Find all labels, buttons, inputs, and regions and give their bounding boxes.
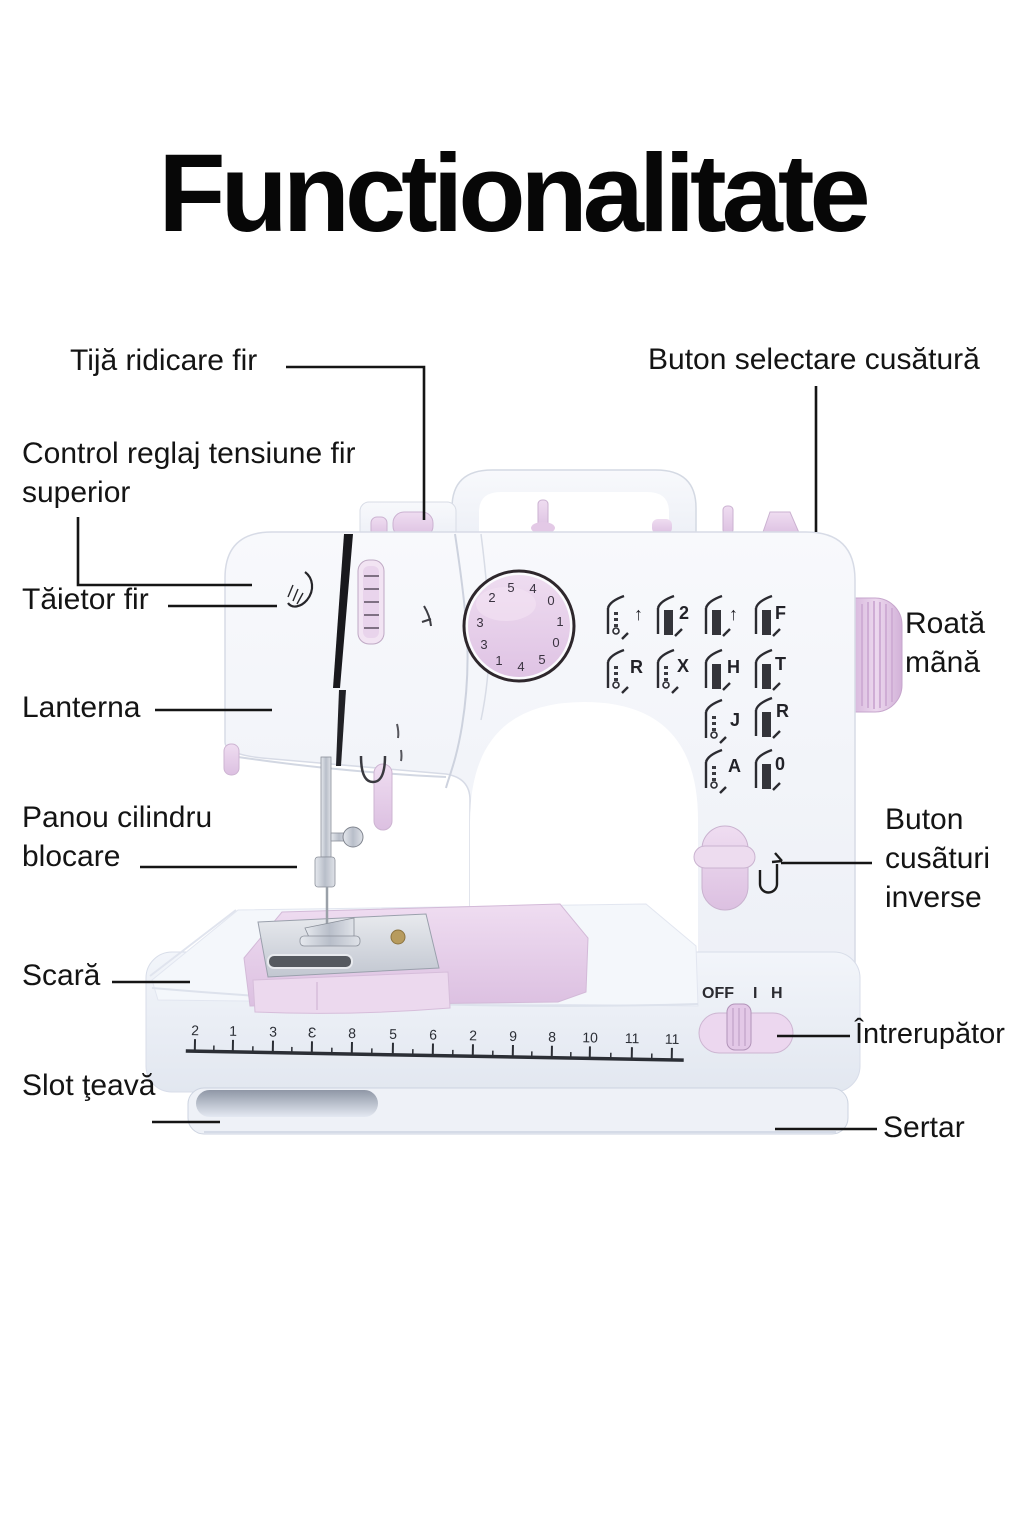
label-line: blocare — [22, 840, 121, 873]
stitch-letter: T — [775, 654, 786, 674]
stitch-letter: A — [728, 756, 741, 776]
needle-assembly — [299, 756, 393, 947]
switch-label-low: I — [753, 985, 757, 1002]
stitch-panel: ↑ 2 ↑ F R X H T J R A 0 — [606, 594, 789, 795]
ruler: 2 1 3 Ɛ 8 5 6 2 9 8 10 11 11 — [185, 1022, 684, 1062]
label-line: Buton — [885, 803, 964, 836]
dial-digit: 4 — [517, 659, 524, 674]
dial-digit: 3 — [480, 637, 487, 652]
ruler-mark: 2 — [191, 1022, 199, 1038]
label-line: Roată — [905, 607, 986, 640]
leader-lines — [76, 365, 877, 1131]
label-line: mãnă — [905, 646, 981, 679]
bobbin-winder-pin — [722, 505, 734, 535]
reverse-button — [693, 825, 783, 911]
label-line: Buton selectare cusătură — [648, 343, 980, 376]
label-line: Scară — [22, 959, 101, 992]
ruler-mark: 8 — [348, 1025, 356, 1041]
label-lanterna: Lanterna — [22, 688, 140, 727]
label-sertar: Sertar — [883, 1108, 965, 1147]
leader-tija — [286, 365, 426, 520]
reverse-hook-icon — [758, 852, 783, 894]
dial-digit: 1 — [495, 653, 502, 668]
ruler-mark: Ɛ — [308, 1024, 317, 1040]
label-taietor: Tăietor fir — [22, 580, 149, 619]
label-panou: Panou cilindru blocare — [22, 798, 212, 876]
label-control: Control reglaj tensiune fir superior — [22, 434, 356, 512]
stitch-letter: X — [677, 656, 689, 676]
hand-wheel — [854, 597, 903, 713]
ruler-mark: 6 — [429, 1026, 437, 1042]
dial-digit: 0 — [547, 593, 554, 608]
label-line: Lanterna — [22, 691, 141, 724]
stitch-letter: F — [775, 603, 786, 623]
dial-digit: 1 — [556, 614, 563, 629]
label-line: Sertar — [883, 1111, 965, 1144]
tension-dial — [357, 559, 385, 645]
stitch-letter: ↑ — [729, 604, 738, 624]
label-line: Panou cilindru — [22, 801, 213, 834]
dial-digit: 5 — [507, 580, 514, 595]
label-line: Tăietor fir — [22, 583, 149, 616]
label-selectare: Buton selectare cusătură — [648, 340, 980, 379]
switch-label-off: OFF — [702, 985, 734, 1002]
dial-digit: 2 — [488, 590, 495, 605]
page-title: Functionalitate — [158, 131, 870, 255]
stitch-letter: R — [630, 657, 643, 677]
label-line: Întrerupător — [855, 1018, 1005, 1050]
thread-slot — [333, 534, 353, 688]
stitch-letter: J — [730, 710, 740, 730]
label-slot: Slot ţeavă — [22, 1066, 155, 1105]
label-roata: Roată mãnă — [905, 604, 985, 682]
stitch-letter: H — [727, 657, 740, 677]
label-intrerupator: Întrerupător — [855, 1016, 1005, 1054]
thread-cutter-icon — [287, 571, 314, 608]
label-scara: Scară — [22, 956, 100, 995]
dial-digit: 4 — [529, 581, 536, 596]
label-line: Slot ţeavă — [22, 1069, 156, 1102]
leader-control — [76, 517, 252, 587]
ruler-mark: 8 — [548, 1029, 556, 1045]
drawer — [187, 1087, 849, 1135]
label-inverse: Buton cusãturi inverse — [885, 800, 990, 917]
label-line: Control reglaj tensiune fir — [22, 437, 356, 470]
stitch-letter: 0 — [775, 754, 785, 774]
label-line: inverse — [885, 881, 982, 914]
ruler-mark: 2 — [469, 1027, 477, 1043]
ruler-mark: 3 — [269, 1024, 277, 1040]
u-mark-icon — [359, 755, 387, 784]
ruler-mark: 10 — [582, 1029, 598, 1045]
plate-screw — [390, 929, 406, 945]
needle-plate-area — [243, 903, 589, 1014]
pattern-dial: 2 5 4 0 1 0 5 4 1 3 3 — [462, 569, 576, 683]
ruler-mark: 5 — [389, 1026, 397, 1042]
power-switch: OFF I H — [698, 985, 794, 1054]
stitch-letter: R — [776, 701, 789, 721]
ruler-mark: 9 — [509, 1028, 517, 1044]
dial-digit: 5 — [538, 652, 545, 667]
ruler-mark: 11 — [625, 1030, 640, 1046]
label-line: Tijă ridicare fir — [70, 344, 258, 377]
label-line: superior — [22, 476, 131, 509]
dial-digit: 3 — [476, 615, 483, 630]
stitch-letter: ↑ — [634, 604, 643, 624]
stitch-letter: 2 — [679, 603, 689, 623]
pipe-slot — [196, 1090, 378, 1117]
label-line: cusãturi — [885, 842, 991, 875]
switch-label-high: H — [771, 985, 783, 1002]
ruler-mark: 1 — [229, 1023, 237, 1039]
ruler-mark: 11 — [665, 1031, 680, 1047]
dial-digit: 0 — [552, 635, 559, 650]
label-tija: Tijă ridicare fir — [70, 341, 257, 380]
head-details — [287, 533, 490, 789]
